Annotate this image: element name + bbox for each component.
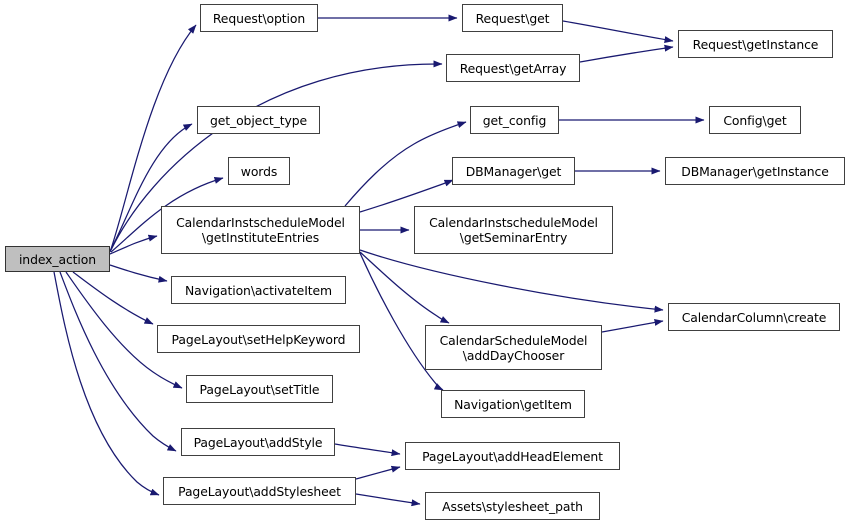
- graph-node-label: Request\option: [212, 10, 306, 26]
- graph-node-label: DBManager\getInstance: [681, 163, 829, 179]
- graph-node-pl_addstylesheet[interactable]: PageLayout\addStylesheet: [163, 477, 356, 505]
- graph-node-pl_settitle[interactable]: PageLayout\setTitle: [186, 375, 333, 403]
- graph-node-pl_sethelpkeyword[interactable]: PageLayout\setHelpKeyword: [157, 325, 360, 353]
- graph-node-label: CalendarInstscheduleModel \getSeminarEnt…: [429, 215, 598, 245]
- call-edge-request_getarray-to-request_getinstance: [579, 44, 674, 63]
- graph-node-label: PageLayout\addStyle: [193, 434, 323, 450]
- graph-node-label: Navigation\activateItem: [184, 282, 333, 298]
- call-edge-cism_institute-to-csm_adddaychooser: [359, 251, 450, 324]
- graph-node-label: CalendarScheduleModel \addDayChooser: [439, 332, 588, 363]
- graph-node-label: CalendarColumn\create: [681, 309, 827, 325]
- graph-node-nav_activateitem[interactable]: Navigation\activateItem: [171, 276, 346, 304]
- graph-node-label: DBManager\get: [465, 163, 562, 179]
- call-edge-pl_addstylesheet-to-assets_sspath: [355, 493, 421, 507]
- graph-node-index_action[interactable]: index_action: [5, 246, 110, 272]
- graph-node-label: PageLayout\addStylesheet: [178, 483, 341, 499]
- call-edge-pl_addstyle-to-pl_addheadelement: [334, 443, 401, 457]
- call-edge-pl_addstylesheet-to-pl_addheadelement: [355, 465, 401, 480]
- graph-node-request_option[interactable]: Request\option: [200, 4, 318, 32]
- graph-node-label: Navigation\getItem: [454, 396, 572, 412]
- graph-node-request_get[interactable]: Request\get: [462, 4, 563, 32]
- graph-node-label: words: [240, 163, 278, 179]
- graph-node-dbmanager_get[interactable]: DBManager\get: [452, 157, 575, 185]
- graph-node-request_getarray[interactable]: Request\getArray: [446, 54, 580, 82]
- graph-node-request_getinstance[interactable]: Request\getInstance: [678, 30, 833, 58]
- graph-node-nav_getitem[interactable]: Navigation\getItem: [441, 390, 585, 418]
- call-edge-request_get-to-request_getinstance: [562, 20, 674, 44]
- graph-node-pl_addstyle[interactable]: PageLayout\addStyle: [181, 428, 335, 456]
- graph-node-get_config[interactable]: get_config: [470, 106, 559, 134]
- graph-node-words[interactable]: words: [228, 157, 290, 185]
- graph-node-label: index_action: [18, 251, 97, 267]
- graph-node-cism_seminar[interactable]: CalendarInstscheduleModel \getSeminarEnt…: [414, 206, 613, 254]
- graph-node-cal_column_create[interactable]: CalendarColumn\create: [668, 303, 840, 331]
- graph-node-label: Request\getArray: [459, 60, 567, 76]
- graph-node-config_get[interactable]: Config\get: [709, 106, 801, 134]
- graph-node-label: PageLayout\setHelpKeyword: [171, 331, 346, 347]
- graph-node-pl_addheadelement[interactable]: PageLayout\addHeadElement: [405, 442, 620, 470]
- graph-node-label: Config\get: [723, 112, 787, 128]
- call-edge-index_action-to-pl_addstylesheet: [53, 271, 160, 496]
- call-edge-csm_adddaychooser-to-cal_column_create: [601, 319, 664, 333]
- graph-node-label: Request\getInstance: [692, 36, 819, 52]
- graph-node-label: get_config: [482, 112, 547, 128]
- graph-node-label: PageLayout\addHeadElement: [422, 448, 603, 464]
- graph-node-dbmanager_getinst[interactable]: DBManager\getInstance: [665, 157, 845, 185]
- call-edge-index_action-to-nav_activateitem: [109, 264, 168, 283]
- call-edge-cism_institute-to-get_config: [344, 121, 467, 207]
- graph-node-label: PageLayout\setTitle: [199, 381, 320, 397]
- graph-node-csm_adddaychooser[interactable]: CalendarScheduleModel \addDayChooser: [425, 325, 602, 370]
- graph-node-label: Assets\stylesheet_path: [442, 498, 583, 514]
- graph-node-label: Request\get: [475, 10, 550, 26]
- call-edge-index_action-to-pl_sethelpkeyword: [72, 271, 154, 325]
- graph-node-cism_institute[interactable]: CalendarInstscheduleModel \getInstituteE…: [161, 206, 360, 254]
- call-edge-cism_institute-to-cal_column_create: [359, 249, 664, 313]
- graph-node-label: CalendarInstscheduleModel \getInstituteE…: [176, 215, 345, 245]
- graph-node-label: get_object_type: [209, 112, 308, 128]
- call-edge-index_action-to-pl_addstyle: [59, 271, 177, 452]
- call-edge-index_action-to-cism_institute: [109, 234, 158, 255]
- call-edges: [53, 14, 705, 507]
- graph-node-assets_sspath[interactable]: Assets\stylesheet_path: [425, 492, 600, 520]
- graph-node-get_object_type[interactable]: get_object_type: [197, 106, 320, 134]
